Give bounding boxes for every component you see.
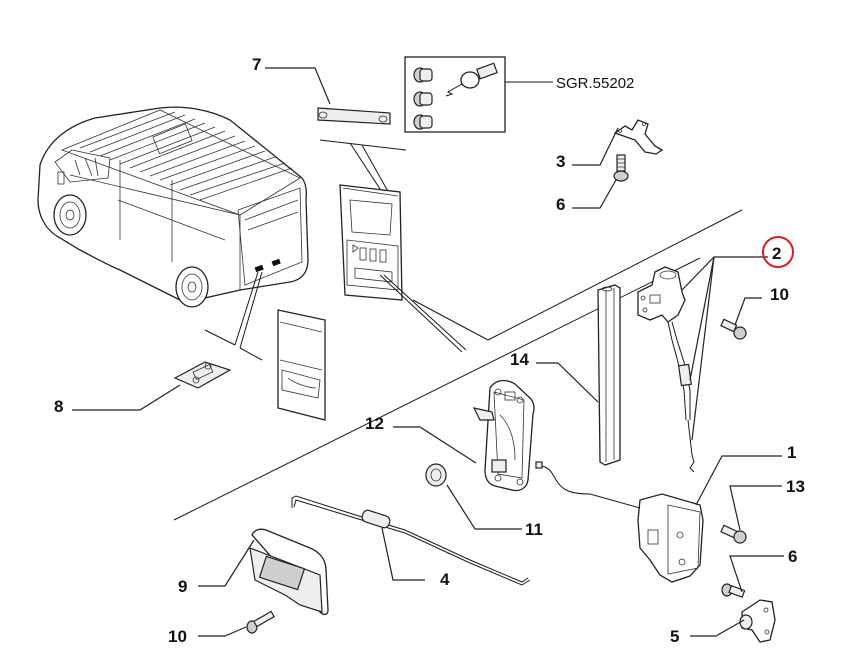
part-2-upper-lock	[637, 266, 695, 473]
van-illustration	[37, 106, 309, 361]
callout-6-top[interactable]: 6	[556, 195, 565, 214]
part-7-plate	[317, 107, 407, 196]
callout-4[interactable]: 4	[440, 570, 450, 589]
part-13-bolt	[720, 524, 747, 544]
callout-10-upper[interactable]: 10	[770, 285, 789, 304]
callout-13[interactable]: 13	[786, 477, 805, 496]
callout-8[interactable]: 8	[54, 397, 63, 416]
kit-box	[404, 56, 553, 133]
front-wheel	[53, 194, 87, 236]
part-12-inner-handle	[472, 379, 535, 492]
callout-5[interactable]: 5	[670, 627, 679, 646]
leader-lines	[72, 67, 784, 637]
callout-12[interactable]: 12	[365, 414, 384, 433]
part-5-striker	[739, 599, 776, 643]
part-11-bush	[425, 463, 447, 487]
callout-1[interactable]: 1	[787, 443, 796, 462]
callout-11[interactable]: 11	[525, 520, 543, 539]
part-8-floor-plate	[173, 361, 232, 389]
rear-door-panel-small	[277, 309, 326, 421]
part-9-outer-handle	[249, 528, 329, 616]
callout-labels: 7 3 6 2 10 14 8 12 1 13 11 9 4 6 10 5 SG…	[54, 55, 805, 646]
part-6-bolt-top	[613, 154, 629, 182]
key	[445, 62, 498, 97]
kit-reference-label[interactable]: SGR.55202	[556, 75, 634, 92]
part-1-lock-mechanism	[535, 461, 704, 583]
callout-14[interactable]: 14	[510, 350, 529, 369]
rear-door-illustration	[339, 184, 467, 353]
callout-6-lower[interactable]: 6	[788, 547, 797, 566]
callout-9[interactable]: 9	[178, 577, 187, 596]
callout-2[interactable]: 2	[772, 244, 781, 263]
callout-3[interactable]: 3	[556, 152, 565, 171]
part-3-bracket	[613, 119, 664, 155]
callout-2-highlight	[762, 236, 794, 268]
callout-10-lower[interactable]: 10	[168, 627, 187, 646]
rear-wheel	[175, 266, 209, 308]
part-4-control-rod	[291, 495, 531, 586]
lock-cylinders	[413, 67, 433, 130]
part-10-screw-lower	[246, 610, 275, 634]
part-14-seal-strip	[597, 284, 621, 466]
part-6-bolt-lower	[721, 583, 746, 598]
callout-7[interactable]: 7	[252, 55, 261, 74]
part-10-bolt-upper	[720, 318, 747, 340]
